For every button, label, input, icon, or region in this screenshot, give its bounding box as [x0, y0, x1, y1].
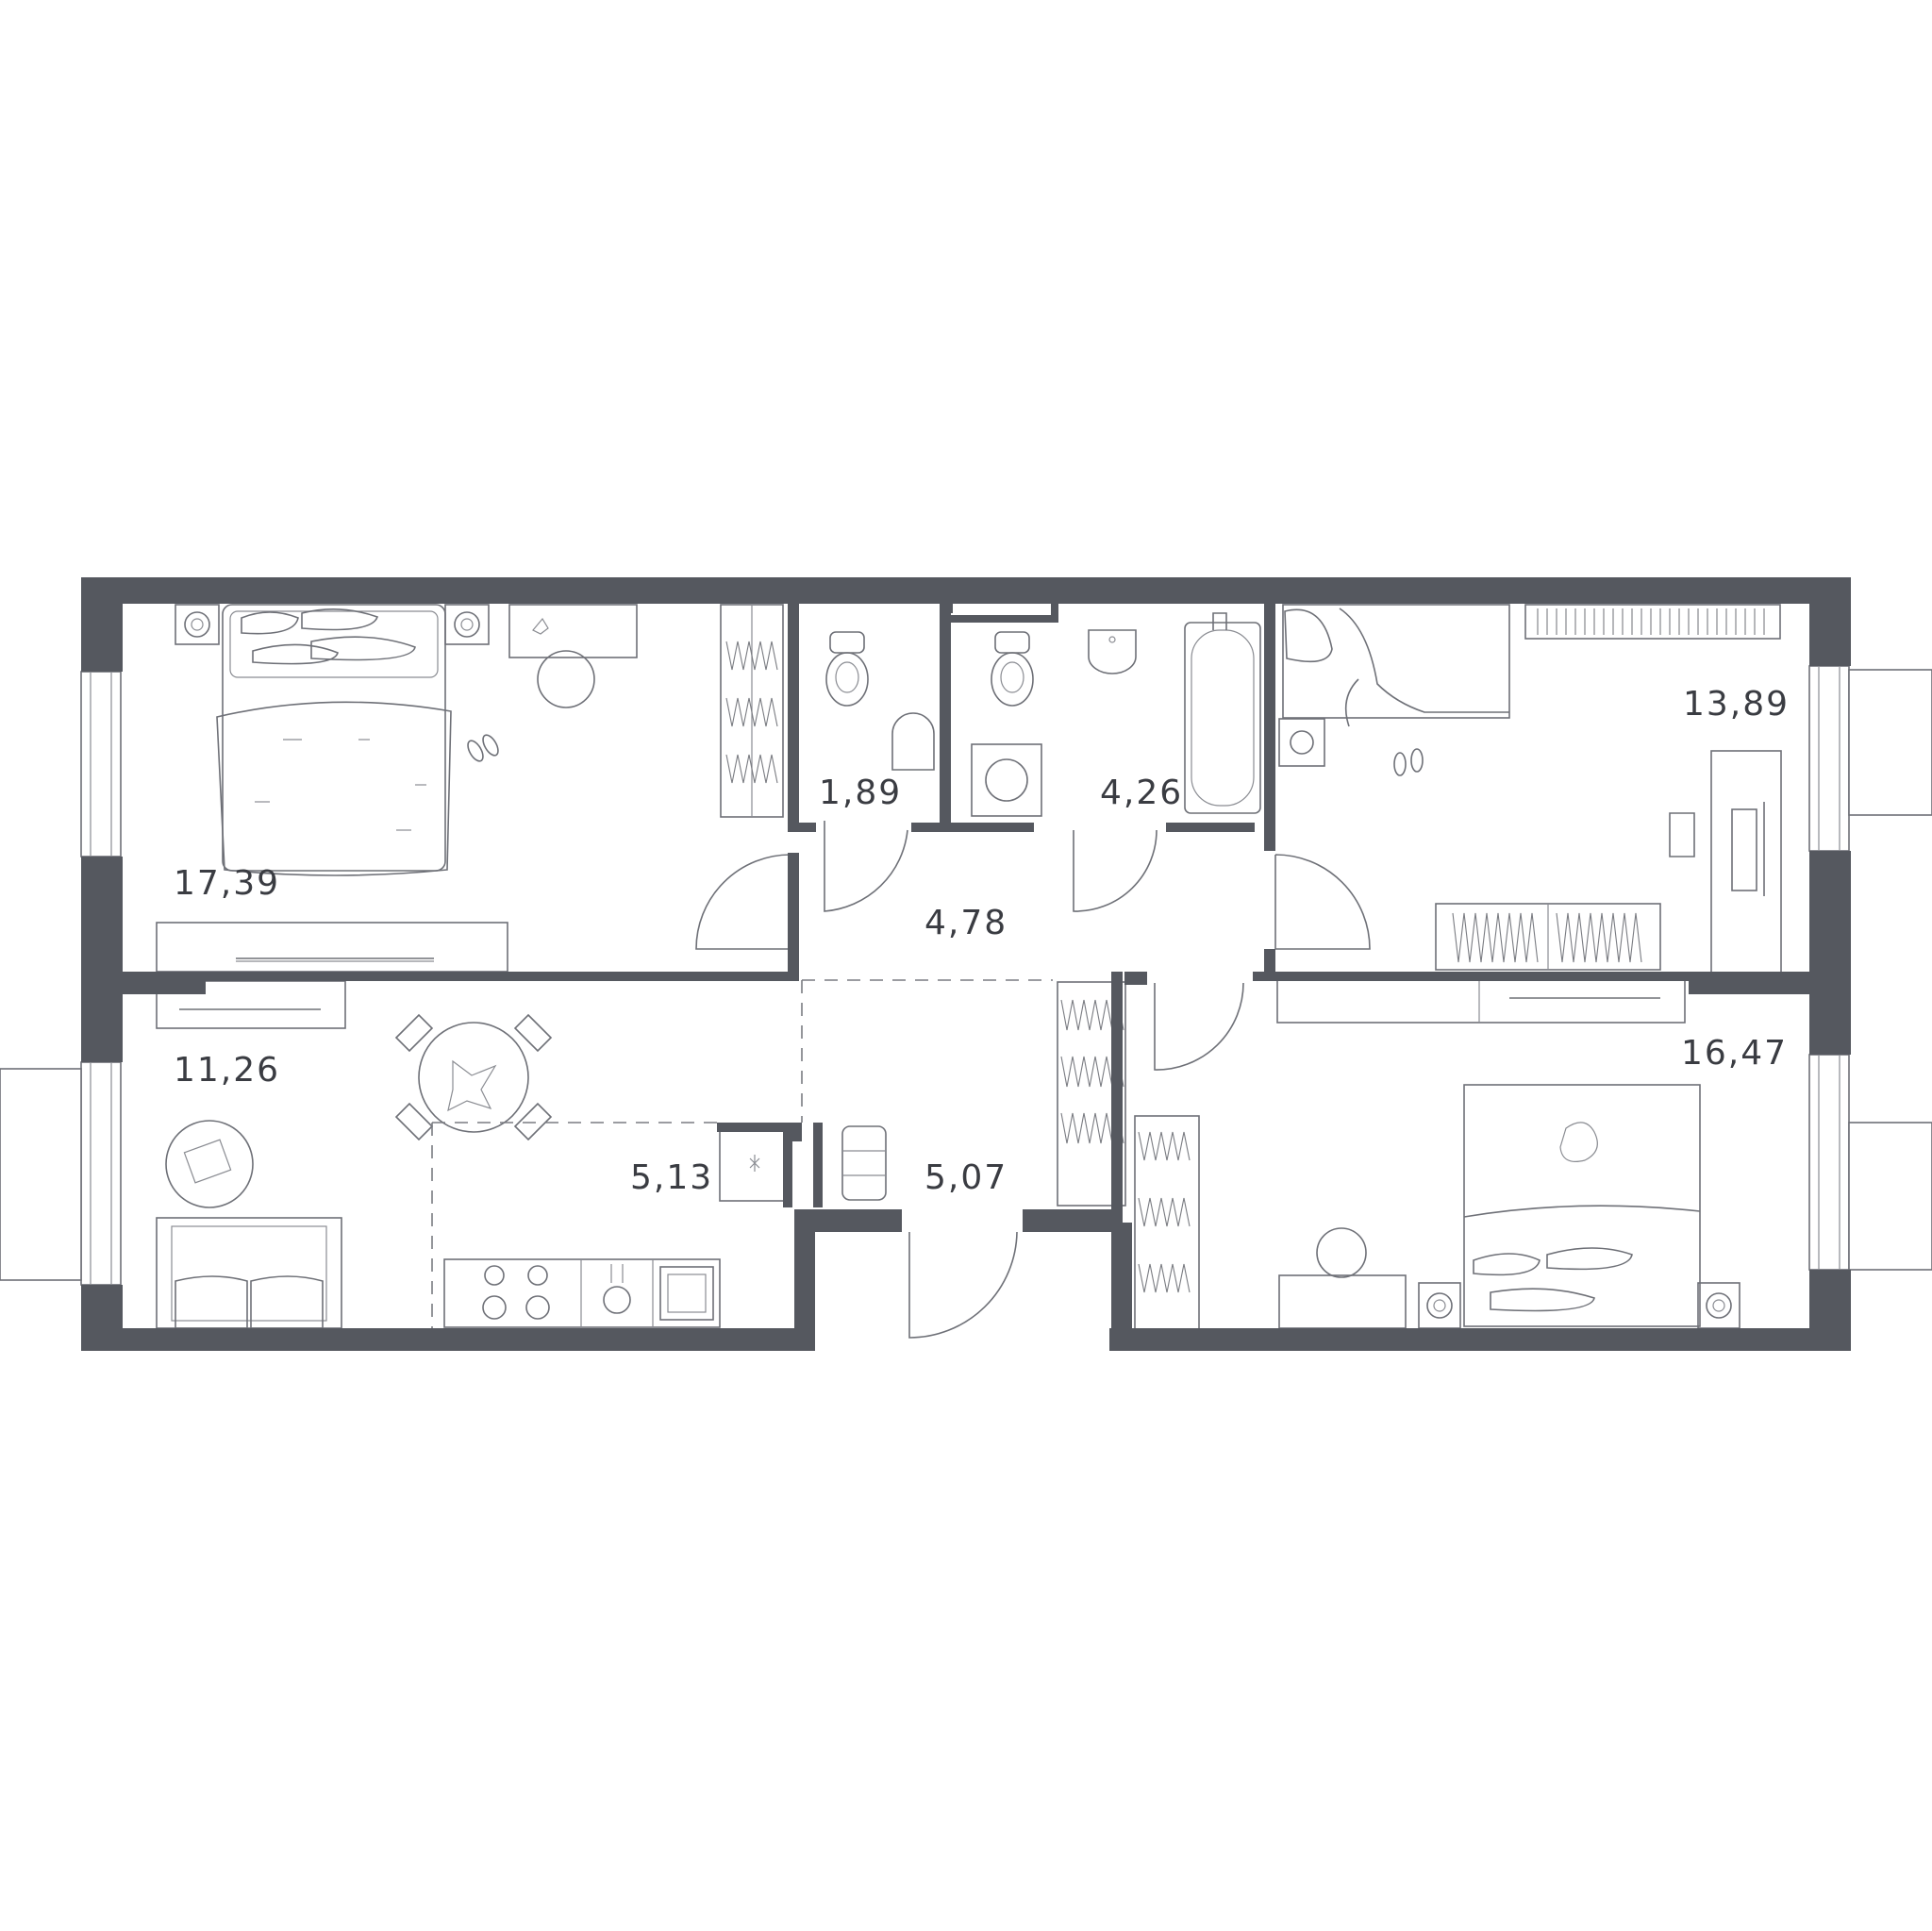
- shoe-cabinet-icon: [841, 1125, 887, 1201]
- washing-machine-icon: [971, 743, 1042, 817]
- balcony-right-top: [1848, 669, 1932, 816]
- windows: [0, 665, 1932, 1286]
- kitchen-sink-icon: [603, 1264, 631, 1314]
- area-label-wc: 1,89: [819, 774, 902, 812]
- desk-chair-icon: [1278, 1227, 1407, 1329]
- zone-dividers: [431, 979, 1053, 1328]
- toilet-icon: [825, 631, 1034, 707]
- area-label-living-room: 11,26: [174, 1051, 280, 1090]
- door-bathroom: [1073, 829, 1158, 912]
- area-label-bedroom-large: 17,39: [174, 864, 280, 903]
- walls: [81, 577, 1851, 1351]
- area-label-hallway: 5,07: [924, 1158, 1008, 1197]
- wardrobe-icon: [720, 604, 784, 818]
- kitchen-counter-icon: [443, 1258, 721, 1328]
- area-label-bedroom-right-bottom: 16,47: [1681, 1034, 1788, 1073]
- area-labels: 17,39 1,89 4,26 13,89 4,78 11,26 5,13 5,…: [174, 685, 1790, 1197]
- balcony-right-bottom: [1848, 1122, 1932, 1271]
- wardrobe-icon: [1435, 903, 1661, 971]
- door-bedroom-right-bottom: [1154, 982, 1244, 1071]
- area-label-bathroom: 4,26: [1100, 774, 1183, 812]
- door-bedroom-right-top: [1274, 854, 1371, 950]
- sofa-icon: [156, 1217, 342, 1329]
- bathtub-icon: [1184, 612, 1261, 814]
- slippers-icon: [467, 734, 499, 762]
- door-wc: [824, 821, 908, 912]
- single-bed-icon: [1282, 604, 1510, 727]
- tv-stand-icon: [156, 922, 508, 973]
- wall-cabinet-icon: [1276, 978, 1686, 1024]
- nightstand-lamp-icon: [175, 604, 490, 645]
- door-bedroom-large: [695, 854, 791, 950]
- double-bed-icon: [1463, 1084, 1701, 1327]
- area-label-bedroom-right-top: 13,89: [1683, 685, 1790, 724]
- radiator-icon: [1524, 604, 1781, 640]
- door-entrance: [908, 1231, 1018, 1339]
- desk-chair-icon: [508, 604, 638, 708]
- furniture-layer: [156, 604, 1782, 1330]
- fridge-icon: [719, 1124, 792, 1202]
- slippers-icon: [1393, 748, 1424, 776]
- washing-machine-icon: [1278, 718, 1325, 767]
- coffee-table-icon: [165, 1120, 254, 1208]
- balcony-left: [0, 1068, 82, 1281]
- oven-icon: [659, 1266, 714, 1321]
- cooktop-icon: [482, 1265, 550, 1320]
- area-label-corridor: 4,78: [924, 904, 1008, 942]
- wardrobe-icon: [1134, 1115, 1200, 1330]
- doors: [695, 821, 1371, 1339]
- area-label-kitchen: 5,13: [630, 1158, 713, 1197]
- nightstand-lamp-icon: [1418, 1282, 1740, 1329]
- double-bed-icon: [216, 604, 452, 876]
- sink-icon: [891, 629, 1137, 771]
- computer-desk-icon: [1669, 750, 1782, 974]
- dining-table-icon: [394, 1013, 553, 1141]
